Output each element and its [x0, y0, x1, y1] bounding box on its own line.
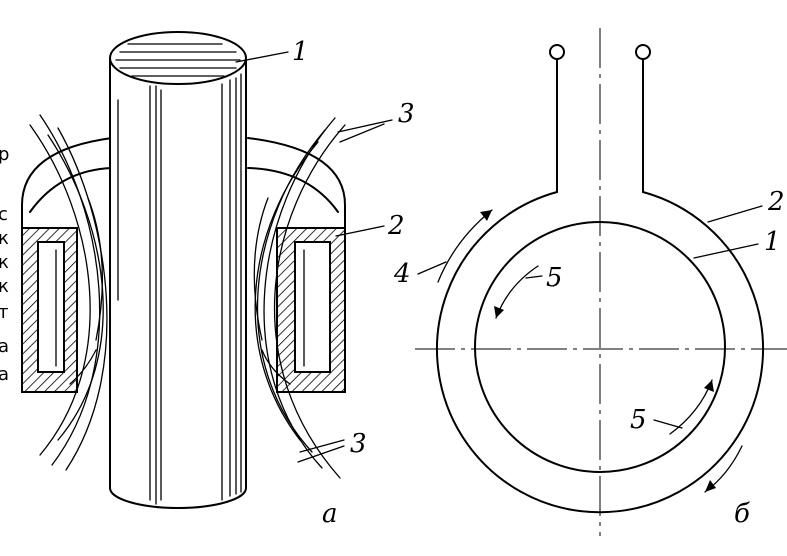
label-inductor-b: 2	[767, 187, 785, 217]
label-rod-b: 1	[764, 227, 781, 257]
svg-text:а: а	[0, 364, 9, 385]
field-lines-right	[254, 117, 346, 479]
leaders-a	[235, 51, 393, 463]
svg-text:т: т	[0, 302, 9, 323]
svg-text:а: а	[0, 336, 9, 357]
label-field-lines-top: 3	[398, 99, 415, 129]
label-rod-a: 1	[292, 37, 309, 67]
rod-cylinder	[109, 31, 247, 509]
inductor-current-arrow-bottom	[704, 445, 743, 493]
inductor-section-left	[21, 227, 78, 393]
inductor-terminals	[549, 44, 651, 193]
inductor-ring	[436, 191, 764, 514]
figure-b: 2 1 4 5 5 б	[393, 28, 787, 536]
label-induced-current-top: 5	[546, 263, 563, 293]
label-inductor-current: 4	[393, 259, 411, 289]
svg-text:к: к	[0, 276, 9, 297]
leaders-b	[417, 205, 763, 429]
figure-a: 1 3 2 3 а	[21, 31, 415, 529]
inductor-section-right	[276, 227, 346, 393]
caption-b: б	[734, 499, 750, 529]
svg-text:к: к	[0, 252, 9, 273]
induced-current-arrow-bottom	[669, 379, 714, 435]
label-induced-current-bottom: 5	[630, 405, 647, 435]
label-field-lines-bottom: 3	[350, 429, 367, 459]
label-inductor-a: 2	[387, 211, 405, 241]
svg-text:к: к	[0, 228, 9, 249]
field-lines-front	[69, 197, 291, 385]
cropped-edge-text: р с к к к т а а	[0, 144, 9, 385]
inductor-inner-curve	[29, 167, 339, 213]
caption-a: а	[322, 499, 338, 529]
induced-current-arrow-top	[494, 265, 539, 319]
svg-text:с: с	[0, 204, 8, 225]
rod-cross-section	[474, 221, 726, 473]
svg-text:р: р	[0, 144, 9, 165]
inductor-body	[21, 137, 346, 229]
inductor-current-arrow	[437, 209, 493, 283]
